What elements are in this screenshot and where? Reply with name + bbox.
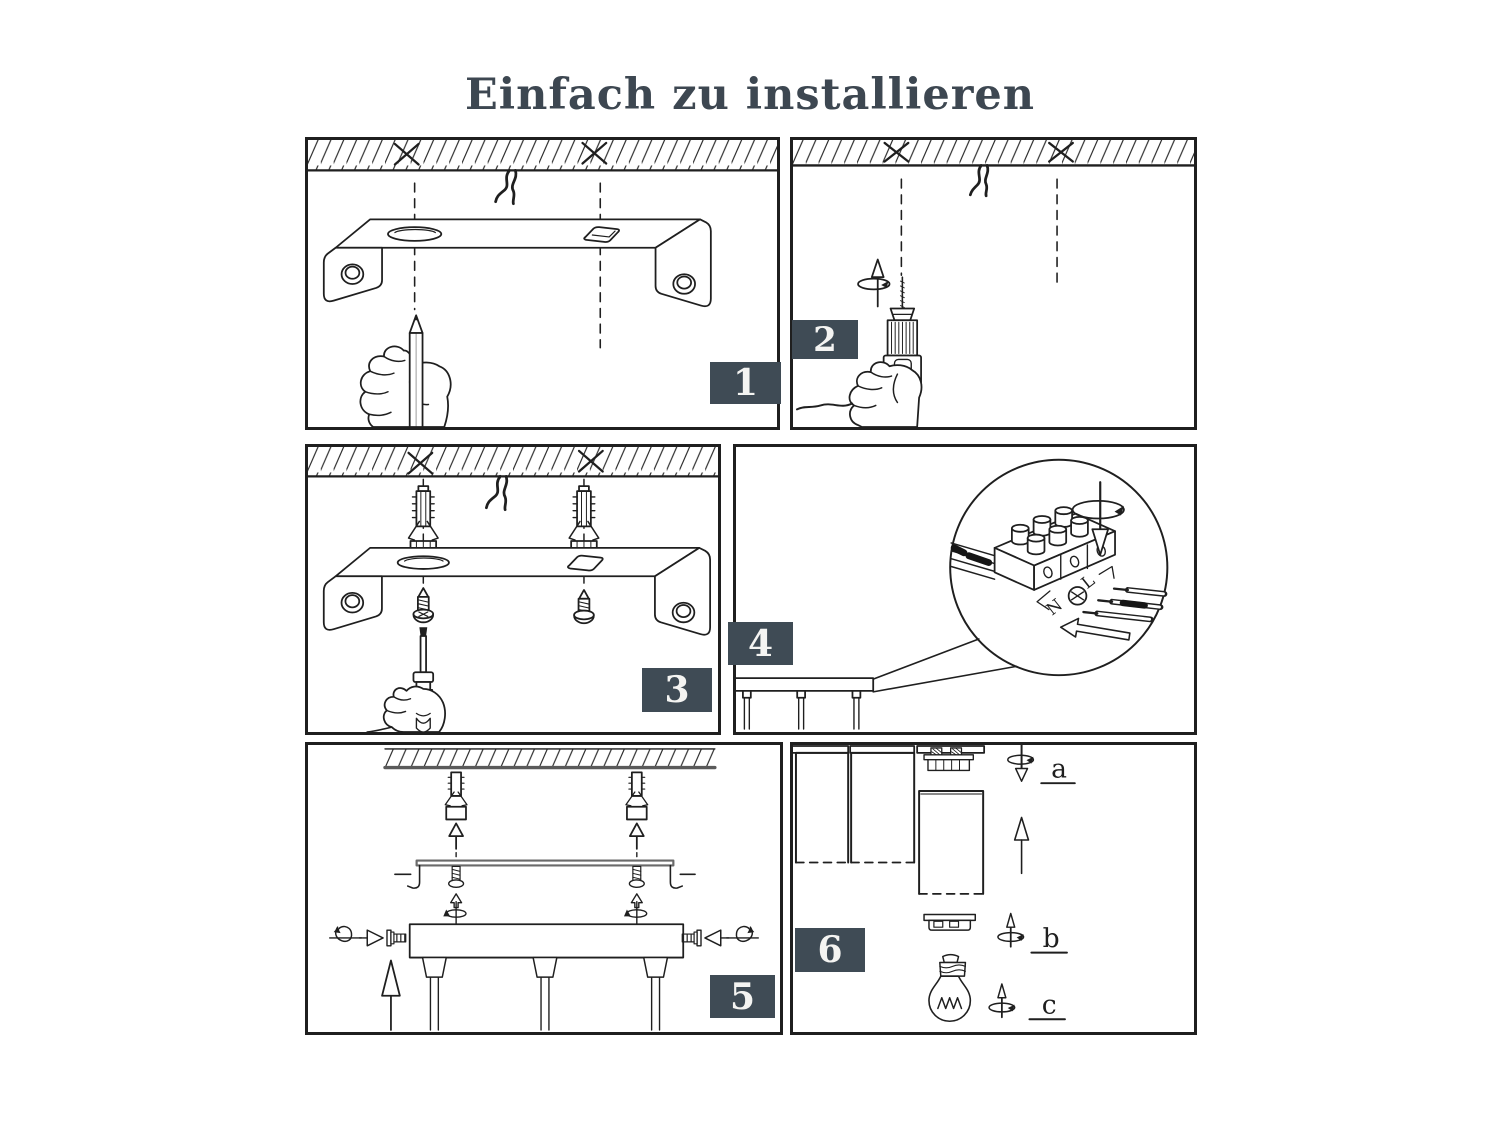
screwdriver-and-hand <box>366 627 446 732</box>
ceiling-wire <box>494 168 511 204</box>
screw-rotation-indicator <box>1071 481 1125 556</box>
step-5-badge: 5 <box>710 975 775 1018</box>
hand-with-pencil <box>359 314 452 427</box>
step-4-badge: 4 <box>728 622 793 665</box>
step-2-badge: 2 <box>792 320 858 360</box>
canopy <box>408 923 685 959</box>
step-4-illustration: N L <box>736 458 1169 730</box>
raise-arrow <box>1013 816 1030 875</box>
screwdriver-shaft <box>419 635 427 674</box>
ceiling-wire <box>984 164 990 198</box>
push-up-arrow-left <box>448 822 464 858</box>
retainer-ring <box>923 913 977 931</box>
side-screw-left <box>329 925 407 947</box>
mark-x-right <box>581 141 608 165</box>
callout-lines <box>872 638 1018 693</box>
ceiling-wire <box>968 164 983 197</box>
bracket-slot-right <box>583 226 620 243</box>
terminal-screws <box>1010 506 1089 556</box>
hanging-screw-right <box>623 865 648 924</box>
step-5-panel <box>305 742 783 1035</box>
ceiling <box>308 447 718 512</box>
insert-guide-mark <box>1036 590 1051 611</box>
part-label-c: c <box>1042 989 1057 1020</box>
ceiling <box>383 748 717 770</box>
mark-x-left <box>393 142 420 166</box>
ceiling <box>793 140 1194 198</box>
step-3-illustration <box>308 447 718 732</box>
step-1-illustration <box>308 140 777 427</box>
wall-anchor-right <box>625 771 649 821</box>
alignment-dashed-lines <box>413 182 602 349</box>
supply-cable <box>950 542 996 580</box>
part-label-a: a <box>1051 753 1067 784</box>
screw-symbol <box>1067 586 1088 606</box>
power-cable <box>795 402 854 411</box>
ceiling-wire <box>485 475 502 510</box>
rotation-arrow <box>857 258 891 308</box>
screwdriver-tip <box>419 627 428 637</box>
page-title: Einfach zu installieren <box>465 70 1035 120</box>
socket-fitting <box>923 747 974 772</box>
ceiling-wire <box>511 168 518 206</box>
step-6-panel: a b <box>790 742 1197 1035</box>
part-label-b: b <box>1043 923 1060 954</box>
insert-direction-arrow <box>1059 617 1131 641</box>
step-5-illustration <box>329 748 759 1031</box>
hanging-screw-left <box>443 865 467 924</box>
suspension-rods <box>421 956 669 1031</box>
step-1-badge: 1 <box>710 362 781 404</box>
step-4-panel: N L <box>733 444 1197 735</box>
alignment-dashed-lines <box>900 178 1058 286</box>
screw-left <box>412 587 435 624</box>
rotation-arrow-b <box>997 912 1025 948</box>
ceiling <box>308 140 777 206</box>
step-1-panel <box>305 137 780 430</box>
screw-right <box>573 589 595 625</box>
mark-x-right <box>577 449 604 473</box>
step-6-badge: 6 <box>795 928 865 972</box>
light-bulb <box>928 953 972 1023</box>
hand <box>795 361 923 427</box>
shade-middle <box>850 751 916 864</box>
shade-left <box>794 751 850 864</box>
mark-x-left <box>407 451 434 475</box>
bracket-slot-right <box>567 554 604 572</box>
step-6-illustration: a b <box>793 745 1076 1023</box>
terminal-block <box>993 506 1116 591</box>
suspension-rods <box>742 689 862 730</box>
incoming-wires <box>1082 587 1168 623</box>
wall-anchor-left <box>444 771 468 821</box>
hand <box>382 685 446 732</box>
mounting-bracket <box>322 546 712 636</box>
step-2-panel <box>790 137 1197 430</box>
insert-guide-mark <box>1098 565 1115 579</box>
rotation-arrow-c <box>988 983 1016 1019</box>
pencil-body <box>408 332 424 427</box>
lift-arrow <box>381 959 401 1031</box>
filament <box>937 996 963 1010</box>
shade-right-raising <box>918 790 985 895</box>
side-screw-right <box>681 925 759 947</box>
step-2-illustration <box>793 140 1194 427</box>
step-3-badge: 3 <box>642 668 712 712</box>
push-up-arrow-right <box>629 822 645 858</box>
mark-x-right <box>1048 141 1074 163</box>
ceiling-wire <box>502 475 509 512</box>
rotation-arrow-a <box>1007 745 1035 782</box>
mark-x-left <box>883 141 910 163</box>
installed-bracket <box>394 859 696 889</box>
mounting-bracket <box>322 218 712 308</box>
canopy-base <box>736 677 875 730</box>
